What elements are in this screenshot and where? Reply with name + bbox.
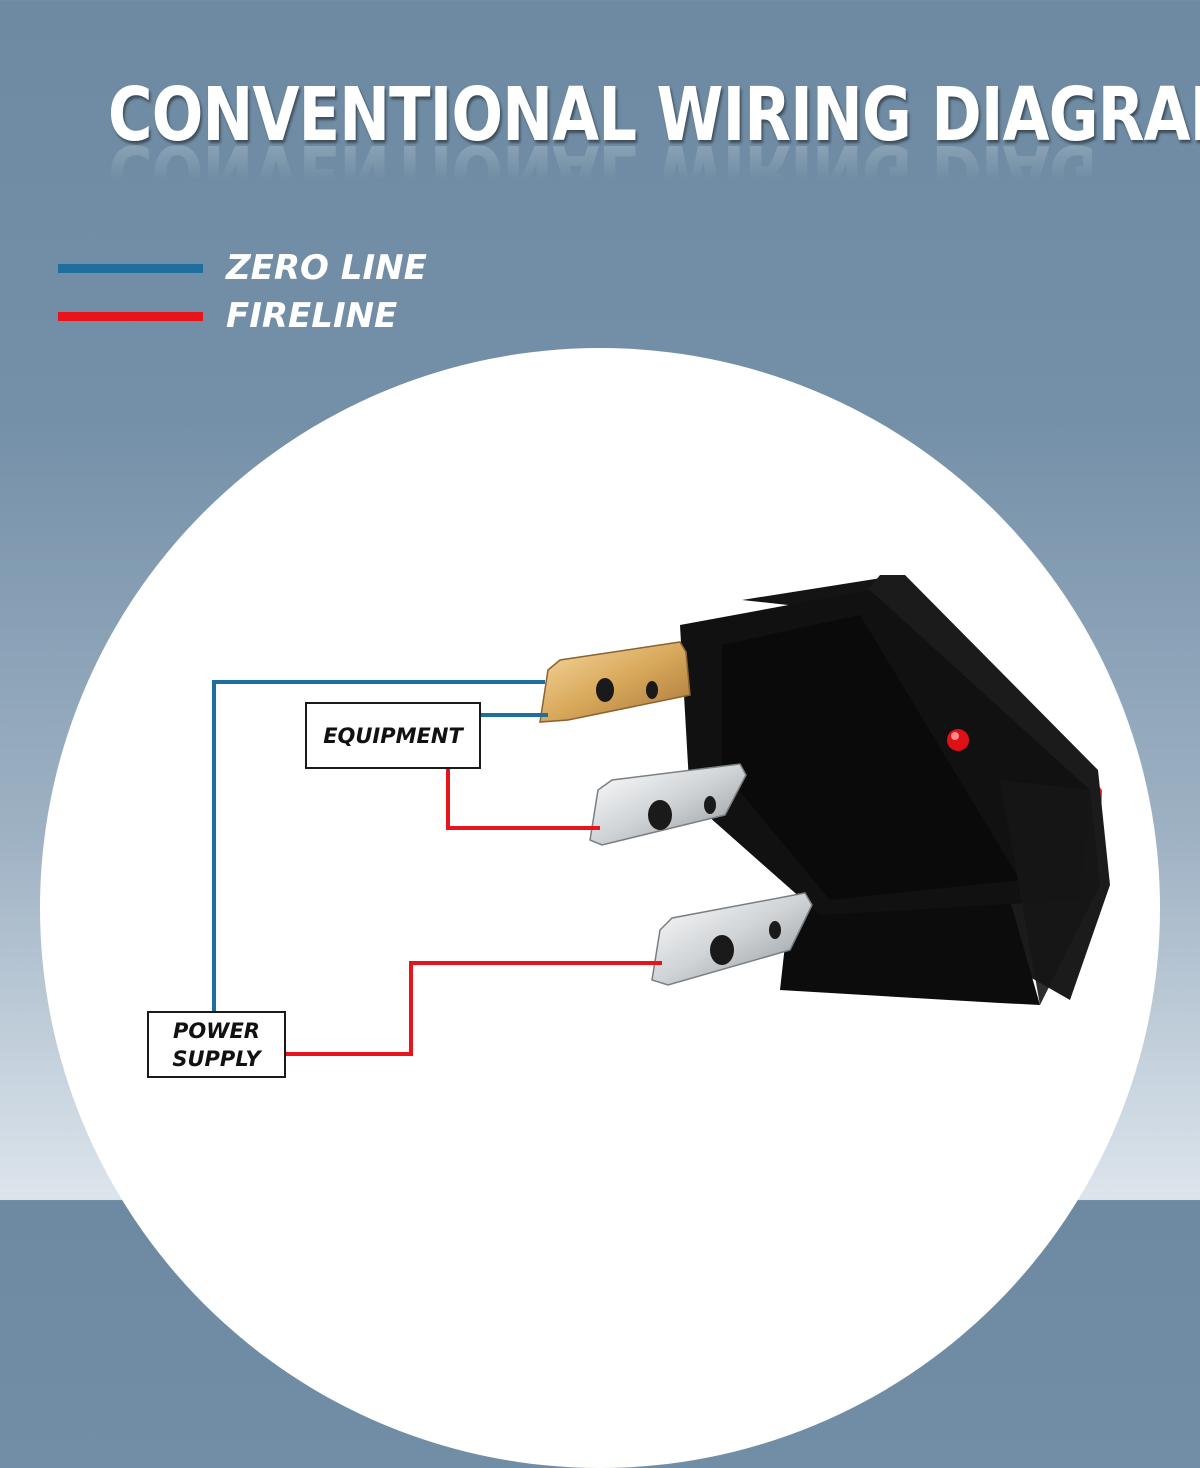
indicator-lamp — [947, 729, 969, 751]
legend-zero-line: ZERO LINE — [58, 248, 478, 288]
legend-swatch-fire — [58, 312, 203, 321]
page-title: CONVENTIONAL WIRING DIAGRAM — [108, 72, 1200, 158]
power-supply-box: POWER SUPPLY — [147, 1011, 286, 1078]
switch-edge-right — [1000, 780, 1100, 1005]
legend-fire-line: FIRELINE — [58, 296, 478, 336]
legend-label-fire: FIRELINE — [226, 296, 398, 336]
power-supply-label-line1: POWER — [173, 1018, 260, 1043]
fire-line-wire-equipment — [446, 769, 600, 830]
indicator-highlight — [951, 732, 959, 740]
terminal-middle-silver — [589, 763, 747, 846]
legend-label-zero: ZERO LINE — [226, 248, 427, 288]
equipment-label: EQUIPMENT — [323, 723, 463, 748]
fire-line-wire-power — [286, 961, 662, 1056]
switch-top-panel — [722, 615, 1020, 900]
power-supply-label-line2: SUPPLY — [172, 1046, 261, 1071]
switch-side-lower — [780, 900, 1040, 1005]
terminal-top-gold — [539, 641, 691, 723]
equipment-box: EQUIPMENT — [305, 702, 481, 769]
terminal-bottom-silver — [651, 892, 813, 986]
rocker-switch — [680, 575, 1110, 1005]
wiring-diagram — [212, 575, 1110, 1056]
zero-line-wire-power — [212, 680, 545, 1011]
legend-swatch-zero — [58, 264, 203, 273]
